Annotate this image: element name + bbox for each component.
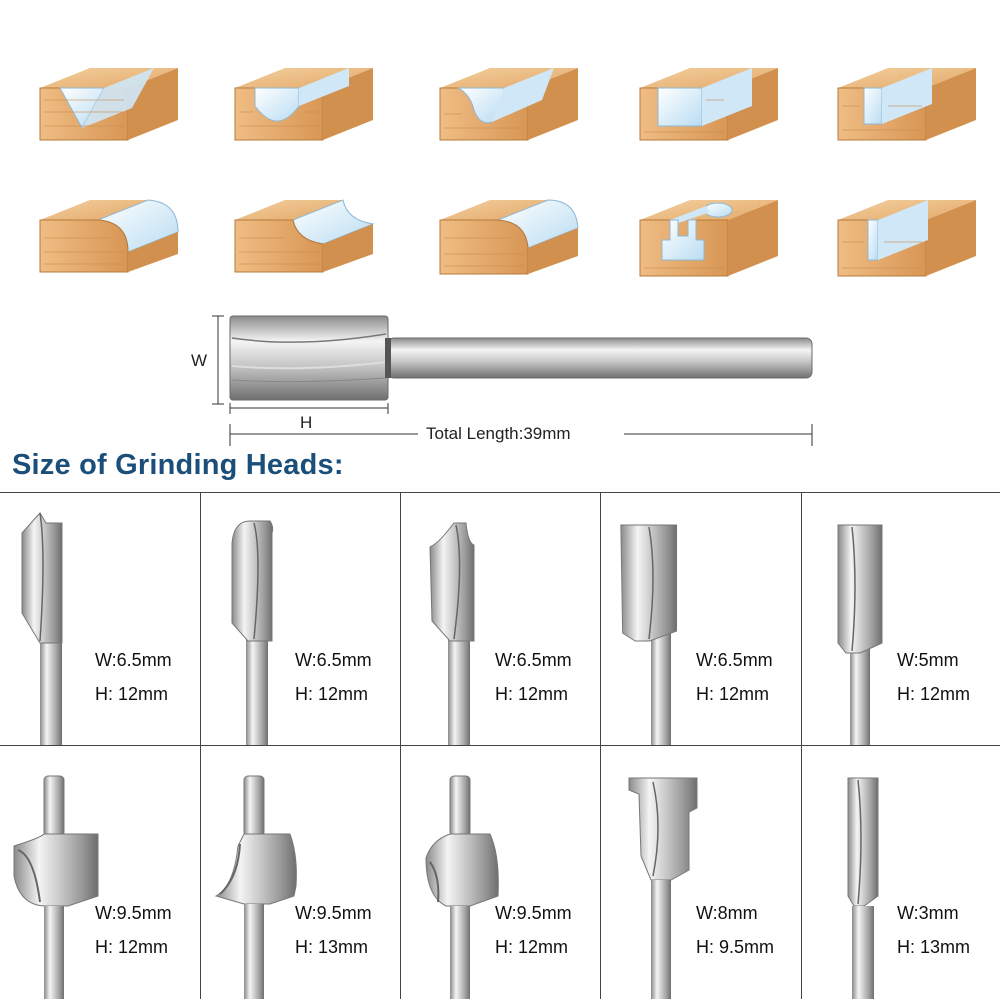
spec-width: W:6.5mm	[95, 650, 172, 670]
spec-grid: W:6.5mm H: 12mm W:6.5mm H: 12mm W:6.5mm …	[0, 492, 1000, 1001]
spec-width: W:9.5mm	[495, 903, 572, 923]
spec-cell: W:8mm H: 9.5mm	[601, 746, 802, 999]
dimension-drawing: W H Total Length:39mm	[0, 300, 1000, 450]
spec-height: H: 12mm	[295, 684, 369, 704]
spec-height: H: 12mm	[897, 684, 971, 704]
roundover-profile	[30, 178, 190, 288]
spec-cell: W:6.5mm H: 12mm	[0, 493, 201, 746]
spec-width: W:6.5mm	[495, 650, 572, 670]
spec-height: H: 13mm	[897, 937, 971, 957]
spec-cell: W:5mm H: 12mm	[802, 493, 1000, 746]
ogee-bit-icon	[410, 493, 500, 745]
spec-width: W:3mm	[897, 903, 959, 923]
v-groove-bit-icon	[10, 493, 100, 745]
spec-height: H: 12mm	[95, 684, 169, 704]
spec-cell: W:9.5mm H: 13mm	[200, 746, 401, 999]
width-label: W	[191, 351, 208, 370]
spec-cell: W:9.5mm H: 12mm	[0, 746, 201, 999]
spec-width: W:9.5mm	[95, 903, 172, 923]
cove-profile	[225, 178, 385, 288]
spec-cell: W:9.5mm H: 12mm	[400, 746, 601, 999]
spec-height: H: 12mm	[95, 937, 169, 957]
cove-bit-icon	[210, 746, 300, 999]
beading-profile	[430, 178, 590, 288]
spec-width: W:8mm	[696, 903, 758, 923]
t-slot-bit-icon	[611, 746, 701, 999]
router-bit-side-view	[212, 315, 813, 446]
spec-width: W:6.5mm	[696, 650, 773, 670]
spec-cell: W:6.5mm H: 12mm	[601, 493, 802, 746]
round-nose-bit-icon	[210, 493, 300, 745]
round-nose-profile	[225, 40, 385, 150]
spec-cell: W:6.5mm H: 12mm	[200, 493, 401, 746]
spec-cell: W:3mm H: 13mm	[802, 746, 1000, 999]
spec-cell: W:6.5mm H: 12mm	[400, 493, 601, 746]
spec-height: H: 12mm	[696, 684, 770, 704]
straight-bit-icon	[611, 493, 701, 745]
straight-bit-icon	[812, 746, 902, 999]
roundover-bit-icon	[10, 746, 100, 999]
thin-slot-profile	[828, 178, 988, 288]
keyhole-profile	[630, 178, 790, 288]
spec-height: H: 12mm	[495, 937, 569, 957]
spec-height: H: 9.5mm	[696, 937, 775, 957]
total-length-label: Total Length:39mm	[426, 424, 571, 443]
bead-bit-icon	[410, 746, 500, 999]
straight-slot-profile	[828, 40, 988, 150]
spec-height: H: 13mm	[295, 937, 369, 957]
v-groove-profile	[30, 40, 190, 150]
spec-height: H: 12mm	[495, 684, 569, 704]
straight-bit-icon	[812, 493, 902, 745]
spec-width: W:6.5mm	[295, 650, 372, 670]
height-label: H	[300, 413, 313, 432]
section-heading: Size of Grinding Heads:	[12, 449, 344, 481]
profile-gallery	[0, 0, 1000, 300]
spec-width: W:5mm	[897, 650, 959, 670]
t-slot-profile	[630, 40, 790, 150]
spec-width: W:9.5mm	[295, 903, 372, 923]
ogee-profile	[430, 40, 590, 150]
